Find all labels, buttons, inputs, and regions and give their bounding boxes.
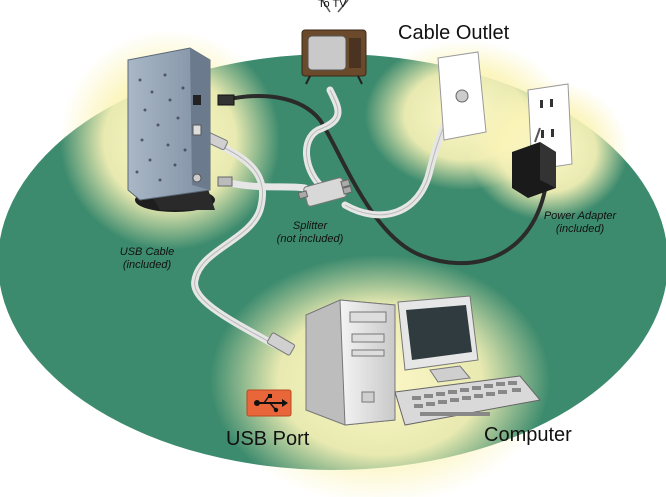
usb-port-label: USB Port [226, 428, 309, 451]
computer-label: Computer [484, 424, 572, 447]
power-plug-modem [218, 95, 234, 105]
wall-outlet-icon [438, 52, 486, 140]
to-tv-label: To TV [318, 0, 347, 10]
usb-port-icon [247, 390, 291, 416]
splitter-note: (not included) [268, 233, 352, 246]
power-adapter-note: (included) [534, 223, 626, 236]
tv-icon [302, 0, 366, 84]
usb-cable-note: (included) [104, 259, 190, 272]
usb-cable-label: USB Cable [104, 246, 190, 259]
power-adapter-label: Power Adapter [534, 210, 626, 223]
coax-connector-modem [218, 177, 232, 186]
cable-modem-icon [128, 48, 215, 212]
usb-cable-label-group: USB Cable (included) [104, 246, 190, 272]
splitter-label: Splitter [268, 220, 352, 233]
splitter-label-group: Splitter (not included) [268, 220, 352, 246]
computer-tower-icon [306, 300, 395, 425]
cable-outlet-label: Cable Outlet [398, 22, 509, 45]
power-adapter-label-group: Power Adapter (included) [534, 210, 626, 236]
